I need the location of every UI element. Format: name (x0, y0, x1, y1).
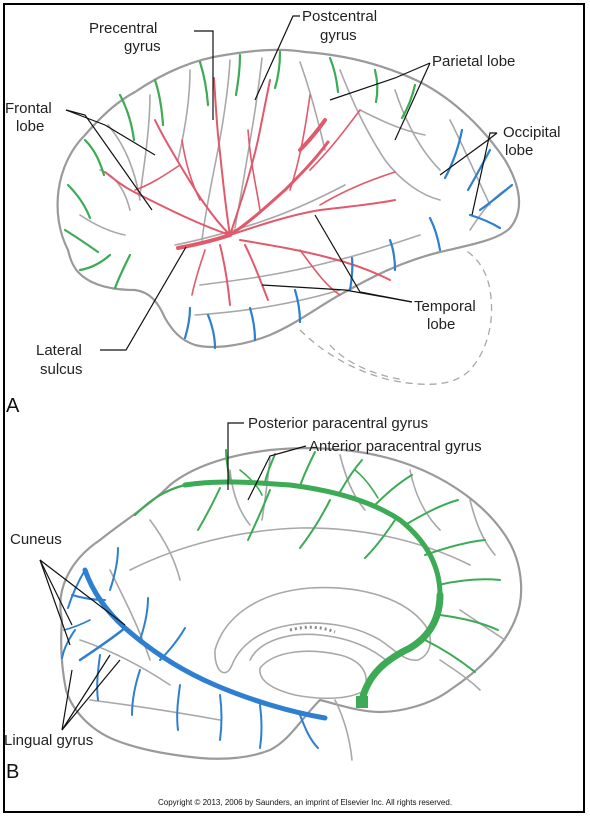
anterior-cerebral-artery-medial (133, 449, 501, 708)
corpus-callosum (214, 586, 432, 674)
anterior-cerebral-artery-branches-lateral (63, 50, 417, 290)
copyright-notice: Copyright © 2013, 2006 by Saunders, an i… (158, 798, 452, 807)
cerebellum-dashed-outline (299, 249, 493, 385)
label-occipital-lobe-line2: lobe (505, 142, 533, 159)
medial-tick-pattern (289, 625, 336, 634)
label-precentral-gyrus-line1: Precentral (89, 20, 157, 37)
medial-brain-view (39, 422, 523, 761)
panel-label-b: B (6, 761, 19, 783)
label-precentral-gyrus-line2: gyrus (124, 38, 161, 55)
leader-lines-a (65, 15, 498, 351)
label-occipital-lobe-line1: Occipital (503, 124, 561, 141)
thalamus-outline (259, 650, 367, 700)
panel-label-a: A (6, 395, 20, 417)
lateral-brain-outline (56, 48, 521, 349)
label-posterior-paracentral-gyrus: Posterior paracentral gyrus (248, 415, 428, 432)
label-temporal-lobe-line2: lobe (427, 316, 455, 333)
medial-brain-outline (59, 447, 523, 760)
label-parietal-lobe: Parietal lobe (432, 53, 515, 70)
label-frontal-lobe-line1: Frontal (5, 100, 52, 117)
label-postcentral-gyrus-line1: Postcentral (302, 8, 377, 25)
label-frontal-lobe-line2: lobe (16, 118, 44, 135)
label-cuneus: Cuneus (10, 531, 62, 548)
label-anterior-paracentral-gyrus: Anterior paracentral gyrus (309, 438, 482, 455)
lateral-brain-view (56, 15, 521, 385)
label-postcentral-gyrus-line2: gyrus (320, 27, 357, 44)
labels-panel-a: Precentral gyrus Postcentral gyrus Parie… (5, 8, 561, 417)
label-lingual-gyrus: Lingual gyrus (4, 732, 93, 749)
middle-cerebral-artery-branches (104, 77, 396, 306)
label-lateral-sulcus-line2: sulcus (40, 361, 83, 378)
brainstem-outline (334, 699, 353, 761)
posterior-cerebral-artery-medial (61, 547, 328, 749)
fornix (249, 633, 389, 663)
label-lateral-sulcus-line1: Lateral (36, 342, 82, 359)
labels-panel-b: Posterior paracentral gyrus Anterior par… (4, 415, 482, 783)
posterior-cerebral-artery-branches-lateral (183, 128, 514, 350)
label-temporal-lobe-line1: Temporal (414, 298, 476, 315)
leader-lines-b (39, 422, 307, 731)
brainstem-dashed-outline (329, 344, 406, 381)
